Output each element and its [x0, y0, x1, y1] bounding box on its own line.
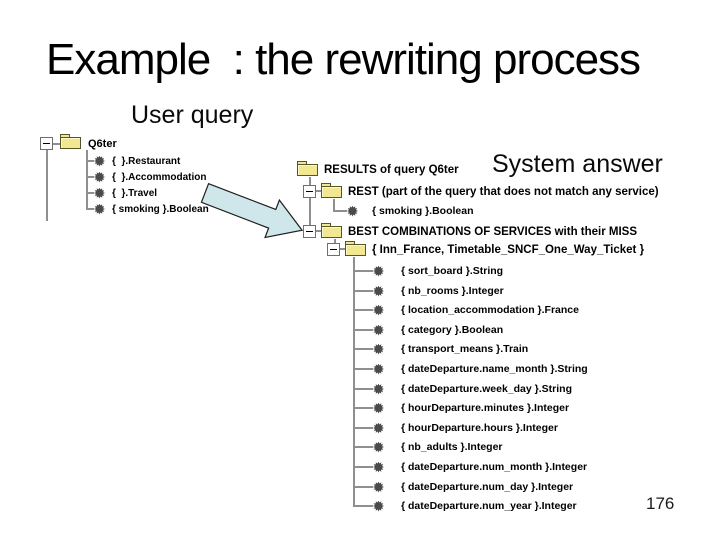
tree-node-label: BEST COMBINATIONS OF SERVICES with their… — [348, 226, 638, 238]
starburst-icon — [373, 383, 384, 395]
tree-connector-line — [316, 230, 323, 232]
tree-leaf-row: { sort_board }.String — [354, 263, 503, 279]
tree-connector-line — [333, 199, 335, 211]
starburst-icon — [373, 441, 384, 453]
leaf-label: { dateDeparture.num_month }.Integer — [401, 461, 588, 473]
tree-leaf-row: { }.Travel — [86, 185, 157, 201]
leaf-label: { sort_board }.String — [401, 265, 504, 277]
leaf-label: { nb_adults }.Integer — [401, 441, 503, 453]
leaf-label: { dateDeparture.week_day }.String — [401, 383, 572, 395]
tree-root-label: Q6ter — [88, 138, 117, 150]
leaf-label: { category }.Boolean — [401, 324, 504, 336]
folder-icon — [321, 223, 343, 239]
minus-box-icon[interactable] — [40, 137, 53, 150]
starburst-icon — [373, 265, 384, 277]
tree-node-label: { Inn_France, Timetable_SNCF_One_Way_Tic… — [372, 244, 645, 256]
tree-leaf-row: { hourDeparture.hours }.Integer — [354, 420, 558, 436]
starburst-icon — [373, 285, 384, 297]
tree-leaf-row: { }.Accommodation — [86, 169, 206, 185]
leaf-label: { smoking }.Boolean — [112, 203, 209, 215]
minus-box-icon[interactable] — [303, 225, 316, 238]
tree-leaf-row: { smoking }.Boolean — [333, 203, 474, 219]
tree-connector-line — [46, 150, 48, 221]
page-number: 176 — [646, 494, 675, 513]
tree-leaf-row: { dateDeparture.num_year }.Integer — [354, 498, 577, 514]
starburst-icon — [373, 500, 384, 512]
tree-leaf-row: { dateDeparture.name_month }.String — [354, 361, 588, 377]
starburst-icon — [373, 422, 384, 434]
leaf-label: { nb_rooms }.Integer — [401, 285, 504, 297]
folder-icon — [297, 161, 319, 177]
starburst-icon — [373, 343, 384, 355]
tree-leaf-row: { hourDeparture.minutes }.Integer — [354, 400, 569, 416]
starburst-icon — [373, 363, 384, 375]
tree-node-label: REST (part of the query that does not ma… — [348, 186, 659, 198]
tree-leaf-row: { category }.Boolean — [354, 322, 503, 338]
starburst-icon — [373, 402, 384, 414]
starburst-icon — [373, 304, 384, 316]
starburst-icon — [373, 324, 384, 336]
leaf-label: { hourDeparture.minutes }.Integer — [401, 402, 570, 414]
block-arrow-down-right-icon — [200, 182, 304, 239]
tree-leaf-row: { }.Restaurant — [86, 153, 180, 169]
starburst-icon — [347, 205, 358, 217]
leaf-label: { dateDeparture.num_day }.Integer — [401, 481, 574, 493]
tree-connector-line — [340, 248, 346, 250]
tree-leaf-row: { dateDeparture.week_day }.String — [354, 381, 572, 397]
tree-connector-line — [309, 177, 311, 232]
tree-leaf-row: { nb_adults }.Integer — [354, 439, 503, 455]
folder-icon — [60, 134, 82, 150]
tree-connector-line — [86, 150, 88, 210]
page-title: Example : the rewriting process — [46, 35, 641, 84]
starburst-icon — [94, 187, 105, 199]
starburst-icon — [373, 461, 384, 473]
user-query-label: User query — [131, 101, 254, 129]
tree-connector-line — [53, 143, 61, 145]
leaf-label: { transport_means }.Train — [401, 343, 529, 355]
leaf-label: { dateDeparture.num_year }.Integer — [401, 500, 577, 512]
tree-leaf-row: { dateDeparture.num_month }.Integer — [354, 459, 587, 475]
tree-leaf-row: { transport_means }.Train — [354, 341, 528, 357]
starburst-icon — [94, 203, 105, 215]
starburst-icon — [373, 481, 384, 493]
leaf-label: { }.Accommodation — [112, 171, 207, 183]
tree-leaf-row: { nb_rooms }.Integer — [354, 283, 504, 299]
starburst-icon — [94, 171, 105, 183]
leaf-label: { smoking }.Boolean — [372, 205, 474, 217]
tree-connector-line — [353, 257, 355, 507]
leaf-label: { }.Travel — [112, 187, 158, 199]
folder-icon — [321, 183, 343, 199]
starburst-icon — [94, 155, 105, 167]
leaf-label: { hourDeparture.hours }.Integer — [401, 422, 558, 434]
minus-box-icon[interactable] — [327, 243, 340, 256]
tree-leaf-row: { location_accommodation }.France — [354, 302, 579, 318]
leaf-label: { location_accommodation }.France — [401, 304, 579, 316]
tree-leaf-row: { smoking }.Boolean — [86, 201, 209, 217]
tree-connector-line — [316, 190, 323, 192]
minus-box-icon[interactable] — [303, 185, 316, 198]
tree-leaf-row: { dateDeparture.num_day }.Integer — [354, 479, 573, 495]
leaf-label: { }.Restaurant — [112, 155, 181, 167]
tree-root-label: RESULTS of query Q6ter — [324, 164, 459, 176]
folder-icon — [345, 241, 367, 257]
leaf-label: { dateDeparture.name_month }.String — [401, 363, 588, 375]
system-answer-label: System answer — [492, 150, 663, 178]
